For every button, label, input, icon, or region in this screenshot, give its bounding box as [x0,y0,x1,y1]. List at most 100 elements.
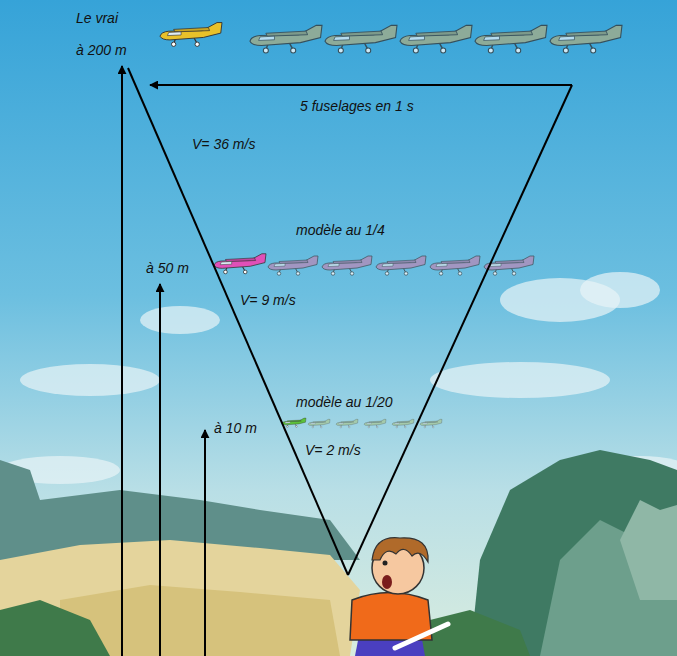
speed-label: V= 2 m/s [305,442,361,458]
wing [333,260,362,264]
wheel [350,272,354,276]
wheel [404,426,406,428]
wheel [296,426,298,428]
wing [369,421,382,423]
strut [348,425,349,427]
wing [266,31,308,36]
wheel [263,48,268,53]
window [559,36,575,40]
wing [279,260,308,264]
ghost-plane [364,419,386,427]
wheel [320,426,322,428]
ghost-plane [308,419,330,427]
height-label: à 10 m [214,420,257,436]
window [285,422,290,423]
kid-eye [383,561,388,566]
kid-shirt [350,593,432,641]
wing [566,31,608,36]
wheel [413,48,418,53]
strut [404,425,405,427]
fuselage [400,25,472,45]
wing [174,28,210,32]
wing [287,420,301,422]
fuselage [550,25,622,45]
height-arrow [204,430,206,656]
wheel [366,48,371,53]
wheel [224,270,228,274]
wheel [458,272,462,276]
wing [416,31,458,36]
ghost-plane [250,25,322,53]
wheel [312,426,314,428]
ghost-plane [322,256,372,275]
wheel [348,426,350,428]
window [382,264,393,267]
strut [376,425,377,427]
wing [397,421,410,423]
ghost-plane [376,256,426,275]
wing [495,260,524,264]
wheel [404,272,408,276]
strut [320,425,321,427]
cloud [140,306,220,334]
fuselage [268,256,318,270]
wheel [432,426,434,428]
window [328,264,339,267]
cloud [20,364,160,396]
window [274,264,285,267]
height-arrow [159,284,161,656]
wheel [368,426,370,428]
height-label: à 50 m [146,260,189,276]
ghost-plane [268,256,318,275]
wheel [441,48,446,53]
wheel [396,426,398,428]
fuselage [392,419,414,425]
wheel [516,48,521,53]
ghost-plane [420,419,442,427]
fuselage [282,418,306,425]
model-caption: modèle au 1/4 [296,222,385,238]
ghost-plane [475,25,547,53]
fuselage [325,25,397,45]
fuselage [250,25,322,45]
window [436,264,447,267]
window [259,36,275,40]
window [167,32,181,36]
fuselage [308,419,330,425]
wheel [277,272,281,276]
fuselage [475,25,547,45]
wing [425,421,438,423]
fuselage [214,254,266,269]
wheel [488,48,493,53]
wheel [243,270,247,274]
fuselage [430,256,480,270]
ghost-plane [336,419,358,427]
speed-label: V= 9 m/s [240,292,296,308]
wheel [424,426,426,428]
fuselage [336,419,358,425]
fuselage [420,419,442,425]
window [311,423,316,424]
wheel [195,42,199,46]
wheel [591,48,596,53]
sight-line [348,85,572,575]
ghost-plane [392,419,414,427]
plane-caption: Le vrai [76,10,118,26]
glider-stick [395,624,448,648]
window [220,262,231,265]
wing [491,31,533,36]
window [334,36,350,40]
ghost-plane [550,25,622,53]
wheel [340,426,342,428]
bush [0,600,110,656]
wheel [286,426,288,428]
strut [432,425,433,427]
mountain [620,500,677,600]
fuselage [364,419,386,425]
wheel [338,48,343,53]
wheel [331,272,335,276]
cloud [580,272,660,308]
wheel [563,48,568,53]
wheel [385,272,389,276]
